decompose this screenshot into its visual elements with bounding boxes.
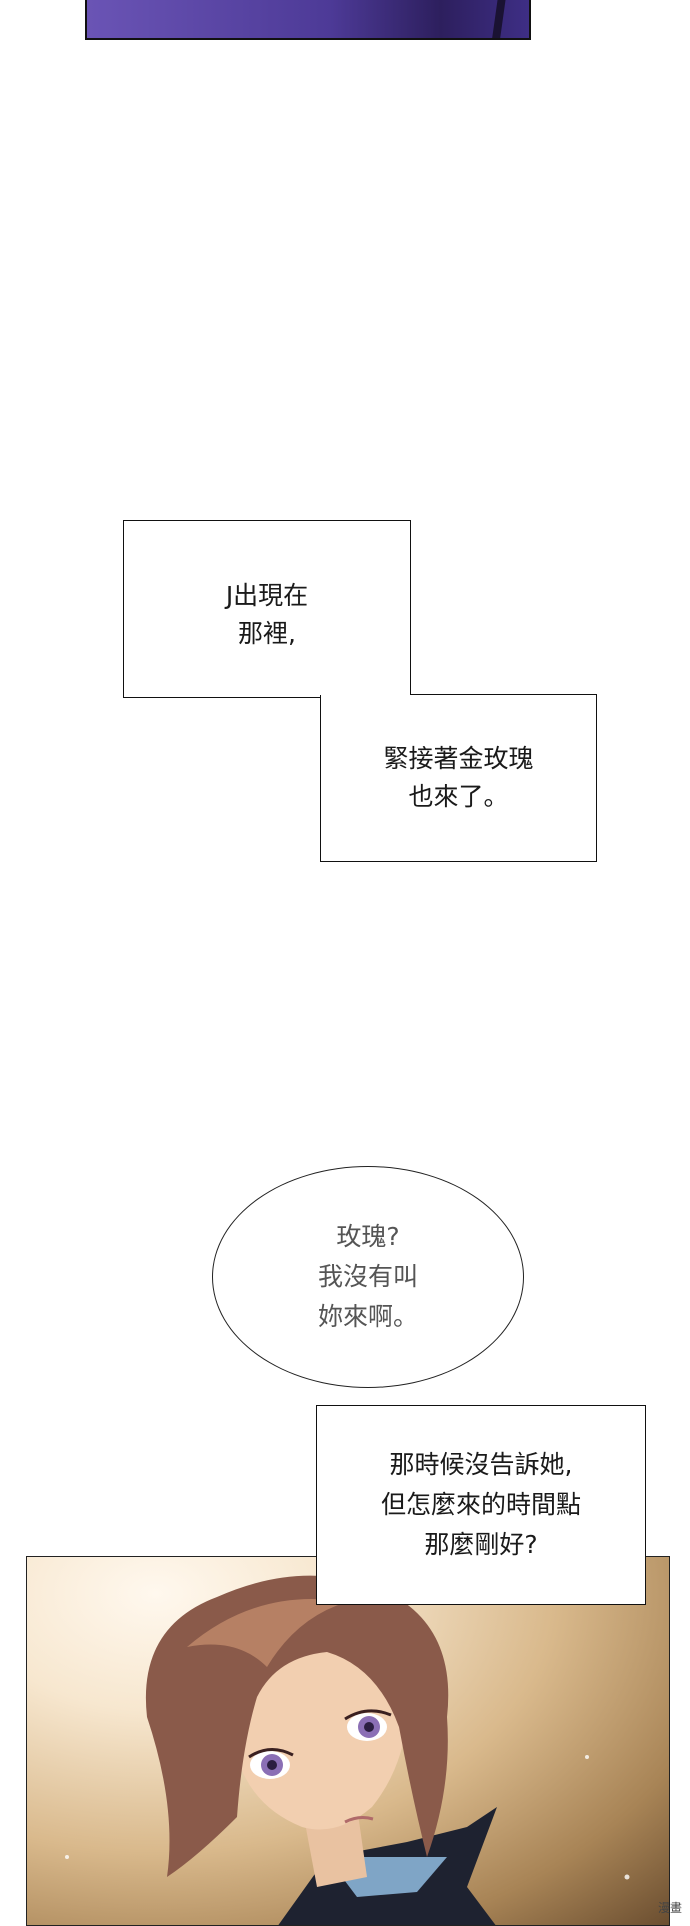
panel-dark-streak (492, 0, 506, 38)
caption-line: 也來了。 (408, 782, 509, 811)
bubble-line: 我沒有叫 (317, 1262, 418, 1291)
speech-bubble: 玫瑰? 我沒有叫 妳來啊。 (212, 1166, 524, 1388)
sparkle (65, 1855, 69, 1859)
caption-box-second: 緊接著金玫瑰 也來了。 (320, 695, 597, 862)
mouth (344, 1816, 374, 1824)
top-panel-image (85, 0, 531, 40)
sparkle (585, 1755, 589, 1759)
caption-box-border (410, 694, 597, 695)
character-illustration (65, 1575, 630, 1925)
right-pupil (364, 1722, 374, 1732)
bubble-line: 妳來啊。 (317, 1302, 418, 1331)
left-pupil (267, 1760, 277, 1770)
caption-line: 那時候沒告訴她, (389, 1450, 573, 1479)
caption-line: 緊接著金玫瑰 (383, 744, 534, 773)
caption-line: J出現在 (225, 581, 309, 610)
watermark-text: 漫畫 (657, 1901, 682, 1915)
bubble-line: 玫瑰? (336, 1222, 400, 1251)
caption-box-third: 那時候沒告訴她, 但怎麼來的時間點 那麼剛好? (316, 1405, 646, 1605)
sparkle (624, 1874, 630, 1880)
right-eyelid (344, 1709, 392, 1721)
left-eyelid (248, 1748, 294, 1759)
hair-shape (145, 1575, 449, 1877)
caption-line: 那裡, (238, 619, 296, 648)
caption-box-first: J出現在 那裡, (123, 520, 411, 698)
hair-highlight (187, 1599, 347, 1667)
character-panel-image (26, 1556, 670, 1926)
caption-line: 那麼剛好? (424, 1530, 538, 1559)
caption-line: 但怎麼來的時間點 (380, 1490, 581, 1519)
